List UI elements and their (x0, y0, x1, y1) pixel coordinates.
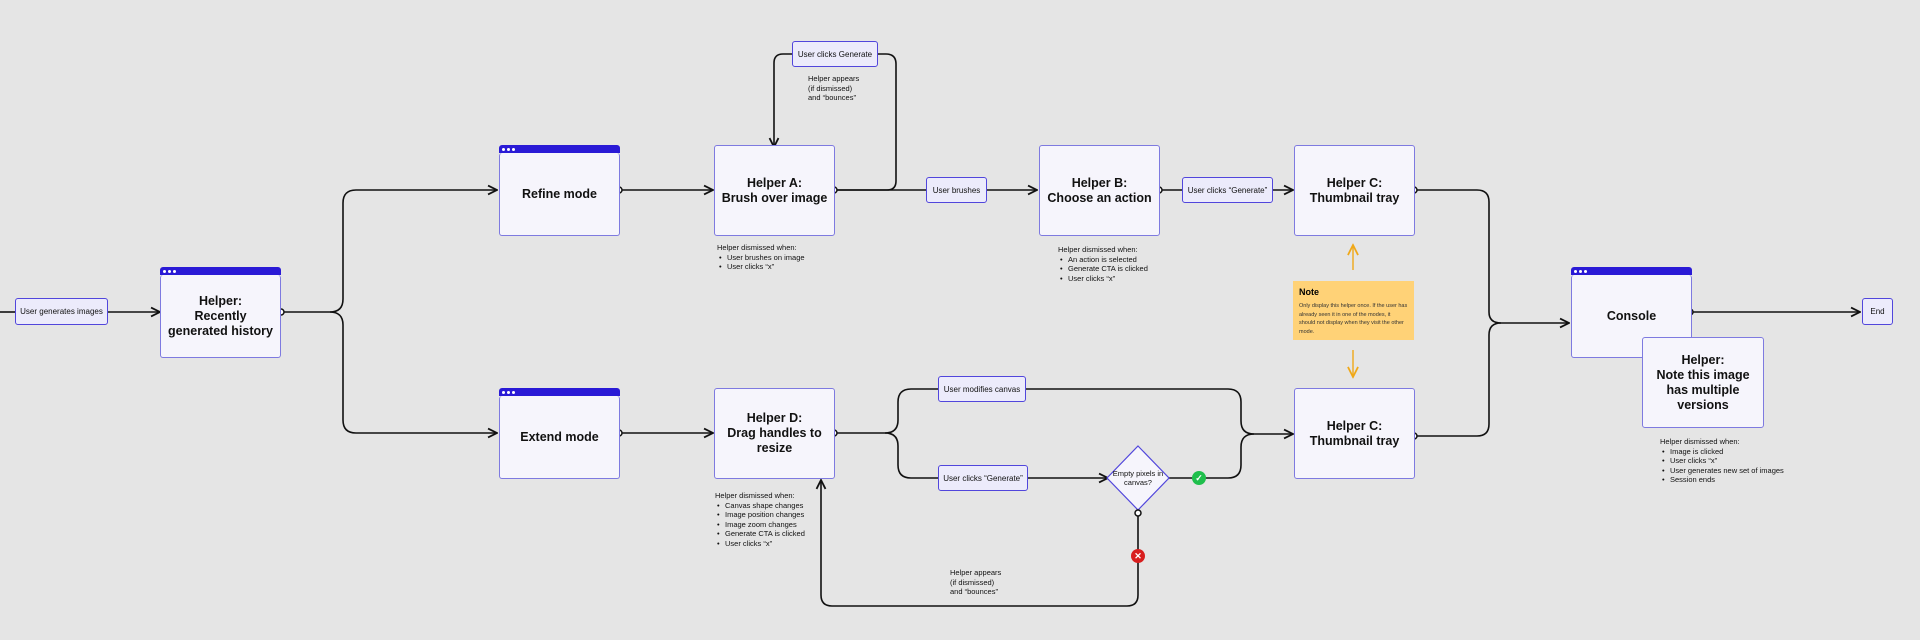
sticky-note-title: Note (1299, 287, 1319, 297)
list-item: Canvas shape changes (725, 501, 805, 511)
decision-label: Empty pixels in canvas? (1112, 469, 1164, 487)
list-item: Generate CTA is clicked (1068, 264, 1148, 274)
list-item: User brushes on image (727, 253, 805, 263)
extend-mode-label: Extend mode (520, 429, 599, 444)
helper-b-node[interactable]: Helper B: Choose an action (1039, 145, 1160, 236)
connector-ctop-console (1414, 189, 1569, 323)
pill-brushes-label: User brushes (932, 185, 981, 195)
no-x-icon: ✕ (1131, 549, 1145, 563)
list-item: User clicks “x” (1068, 274, 1148, 284)
connector-d-modifies (834, 388, 938, 434)
pill-generate-top[interactable]: User clicks Generate (792, 41, 878, 67)
helper-versions-node[interactable]: Helper: Note this image has multiple ver… (1642, 337, 1764, 428)
helper-c-top-label: Helper C: Thumbnail tray (1309, 175, 1400, 205)
connector-loop-a (774, 53, 792, 147)
dot (1134, 509, 1142, 517)
list-item: Image is clicked (1670, 447, 1784, 457)
helper-c-bottom-node[interactable]: Helper C: Thumbnail tray (1294, 388, 1415, 479)
dismiss-a-title: Helper dismissed when: (717, 243, 797, 252)
console-label: Console (1606, 308, 1657, 323)
connector-history-refine (281, 190, 497, 313)
pill-modifies-label: User modifies canvas (943, 384, 1021, 394)
dismiss-d-title: Helper dismissed when: (715, 491, 795, 500)
pill-brushes[interactable]: User brushes (926, 177, 987, 203)
connector-diamond-yes (1169, 433, 1255, 479)
connector-a-loop (834, 53, 897, 191)
dismiss-b-title: Helper dismissed when: (1058, 245, 1138, 254)
pill-generate-top-label: User clicks Generate (797, 49, 873, 59)
sticky-note: Note Only display this helper once. If t… (1293, 281, 1414, 340)
refine-mode-node[interactable]: Refine mode (499, 145, 620, 236)
dismiss-versions-title: Helper dismissed when: (1660, 437, 1740, 446)
end-pill-label: End (1870, 307, 1885, 316)
helper-appears-top-text: Helper appears (if dismissed) and “bounc… (808, 74, 860, 102)
helper-d-label: Helper D: Drag handles to resize (727, 411, 822, 455)
dismiss-versions-list: Helper dismissed when: Image is clicked … (1660, 437, 1784, 485)
end-pill[interactable]: End (1862, 298, 1893, 325)
helper-a-node[interactable]: Helper A: Brush over image (714, 145, 835, 236)
list-item: User clicks “x” (1670, 456, 1784, 466)
start-pill-label: User generates images (20, 307, 103, 316)
helper-history-label: Helper: Recently generated history (168, 293, 273, 338)
dismiss-d-list: Helper dismissed when: Canvas shape chan… (715, 491, 805, 548)
helper-versions-label: Helper: Note this image has multiple ver… (1656, 352, 1750, 412)
pill-generate-b-label: User clicks “Generate” (1187, 185, 1268, 195)
yes-check-icon: ✓ (1192, 471, 1206, 485)
connector-diamond-no (821, 480, 1139, 607)
start-pill[interactable]: User generates images (15, 298, 108, 325)
list-item: User clicks “x” (727, 262, 805, 272)
list-item: Image zoom changes (725, 520, 805, 530)
dismiss-b-list: Helper dismissed when: An action is sele… (1058, 245, 1148, 283)
list-item: User generates new set of images (1670, 466, 1784, 476)
connector-d-generate (884, 432, 938, 479)
connector-modifies-c (1026, 388, 1293, 434)
pill-generate-d[interactable]: User clicks “Generate” (938, 465, 1028, 491)
connector-cbottom-console (1414, 322, 1502, 437)
helper-c-bottom-label: Helper C: Thumbnail tray (1309, 418, 1400, 448)
list-item: Generate CTA is clicked (725, 529, 805, 539)
extend-mode-node[interactable]: Extend mode (499, 388, 620, 479)
helper-history-node[interactable]: Helper: Recently generated history (160, 267, 281, 358)
helper-appears-bottom-text: Helper appears (if dismissed) and “bounc… (950, 568, 1002, 596)
list-item: An action is selected (1068, 255, 1148, 265)
refine-mode-label: Refine mode (521, 186, 597, 201)
pill-generate-b[interactable]: User clicks “Generate” (1182, 177, 1273, 203)
sticky-note-body: Only display this helper once. If the us… (1299, 303, 1408, 335)
list-item: Session ends (1670, 475, 1784, 485)
pill-modifies[interactable]: User modifies canvas (938, 376, 1026, 402)
helper-c-top-node[interactable]: Helper C: Thumbnail tray (1294, 145, 1415, 236)
pill-generate-d-label: User clicks “Generate” (943, 473, 1023, 483)
helper-d-node[interactable]: Helper D: Drag handles to resize (714, 388, 835, 479)
dismiss-a-list: Helper dismissed when: User brushes on i… (717, 243, 805, 272)
helper-a-label: Helper A: Brush over image (721, 175, 828, 205)
connector-history-extend (329, 311, 497, 433)
list-item: User clicks “x” (725, 539, 805, 549)
helper-b-label: Helper B: Choose an action (1047, 175, 1152, 205)
list-item: Image position changes (725, 510, 805, 520)
